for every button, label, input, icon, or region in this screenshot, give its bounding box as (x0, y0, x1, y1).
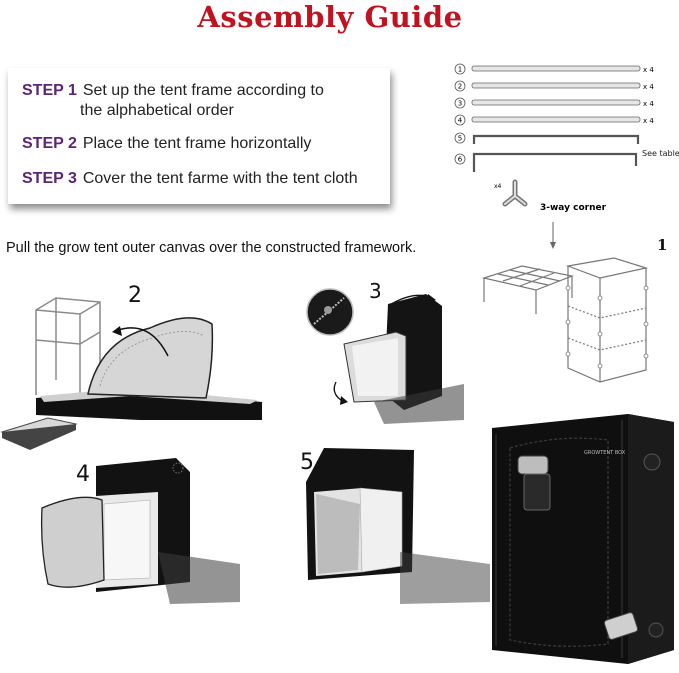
part-index-1: 1 (458, 66, 462, 74)
instruction-text: Pull the grow tent outer canvas over the… (6, 240, 417, 256)
steps-card: STEP 1 Set up the tent frame according to… (8, 68, 390, 204)
figure-number-1: 1 (657, 236, 668, 254)
step-2-illustration (0, 297, 262, 450)
brand-label: GROWTENT BOX (584, 450, 626, 456)
part-index-3: 3 (458, 100, 462, 108)
step-5-illustration (306, 448, 490, 604)
part-row-2: 2 x 4 (454, 80, 654, 92)
frame-bar-6 (472, 152, 638, 166)
step-3-illustration (333, 294, 464, 424)
page-title: Assembly Guide (197, 0, 463, 34)
part-qty-3: x 4 (643, 100, 654, 108)
corner-connector-icon (502, 179, 528, 207)
part-row-6: 6 (454, 152, 638, 172)
parts-list-diagram: 1 x 4 2 x 4 3 x 4 4 x 4 5 6 See table x4… (454, 63, 679, 213)
step-4-illustration (40, 458, 240, 604)
arrow-down-icon (550, 222, 556, 249)
zipper-detail-icon (306, 288, 354, 336)
part-qty-4: x 4 (643, 117, 654, 125)
step-3-label: STEP 3 (22, 170, 77, 187)
finished-tent-photo: GROWTENT BOX (492, 414, 674, 664)
part-row-4: 4 x 4 (454, 114, 654, 126)
part-index-5: 5 (458, 135, 462, 143)
figure-number-2: 2 (128, 283, 142, 308)
step-2: STEP 2 Place the tent frame horizontally (22, 133, 311, 155)
frame-pole-3 (471, 99, 641, 106)
figure-number-5: 5 (300, 450, 314, 475)
step-3-text: Cover the tent farme with the tent cloth (82, 170, 358, 187)
step-1-continuation: the alphabetical order (80, 102, 234, 119)
part-index-4: 4 (458, 117, 463, 125)
step-1-label: STEP 1 (22, 82, 77, 99)
part-index-2: 2 (458, 83, 462, 91)
part-qty-2: x 4 (643, 83, 654, 91)
step-1-text: Set up the tent frame according to (82, 82, 324, 99)
frame-sketch-diagram (481, 257, 649, 383)
frame-bar-5 (472, 134, 640, 144)
vent-window (517, 455, 549, 475)
corner-qty: x4 (494, 183, 502, 190)
part-qty-1: x 4 (643, 66, 654, 74)
figure-number-3: 3 (369, 279, 382, 303)
step-2-label: STEP 2 (22, 135, 77, 152)
step-1: STEP 1 Set up the tent frame according to (22, 80, 324, 102)
frame-pole-4 (471, 116, 641, 123)
step-2-text: Place the tent frame horizontally (82, 135, 312, 152)
part-row-3: 3 x 4 (454, 97, 654, 109)
frame-pole-1 (471, 65, 641, 72)
frame-pole-2 (471, 82, 641, 89)
part-index-6: 6 (458, 156, 463, 164)
part-row-5: 5 (454, 132, 640, 144)
figure-number-4: 4 (76, 462, 90, 487)
corner-label: 3-way corner (540, 203, 607, 213)
vent-flap (603, 612, 639, 640)
step-3: STEP 3 Cover the tent farme with the tent… (22, 168, 358, 190)
see-table-label: See table (642, 149, 679, 158)
part-row-1: 1 x 4 (454, 63, 654, 75)
